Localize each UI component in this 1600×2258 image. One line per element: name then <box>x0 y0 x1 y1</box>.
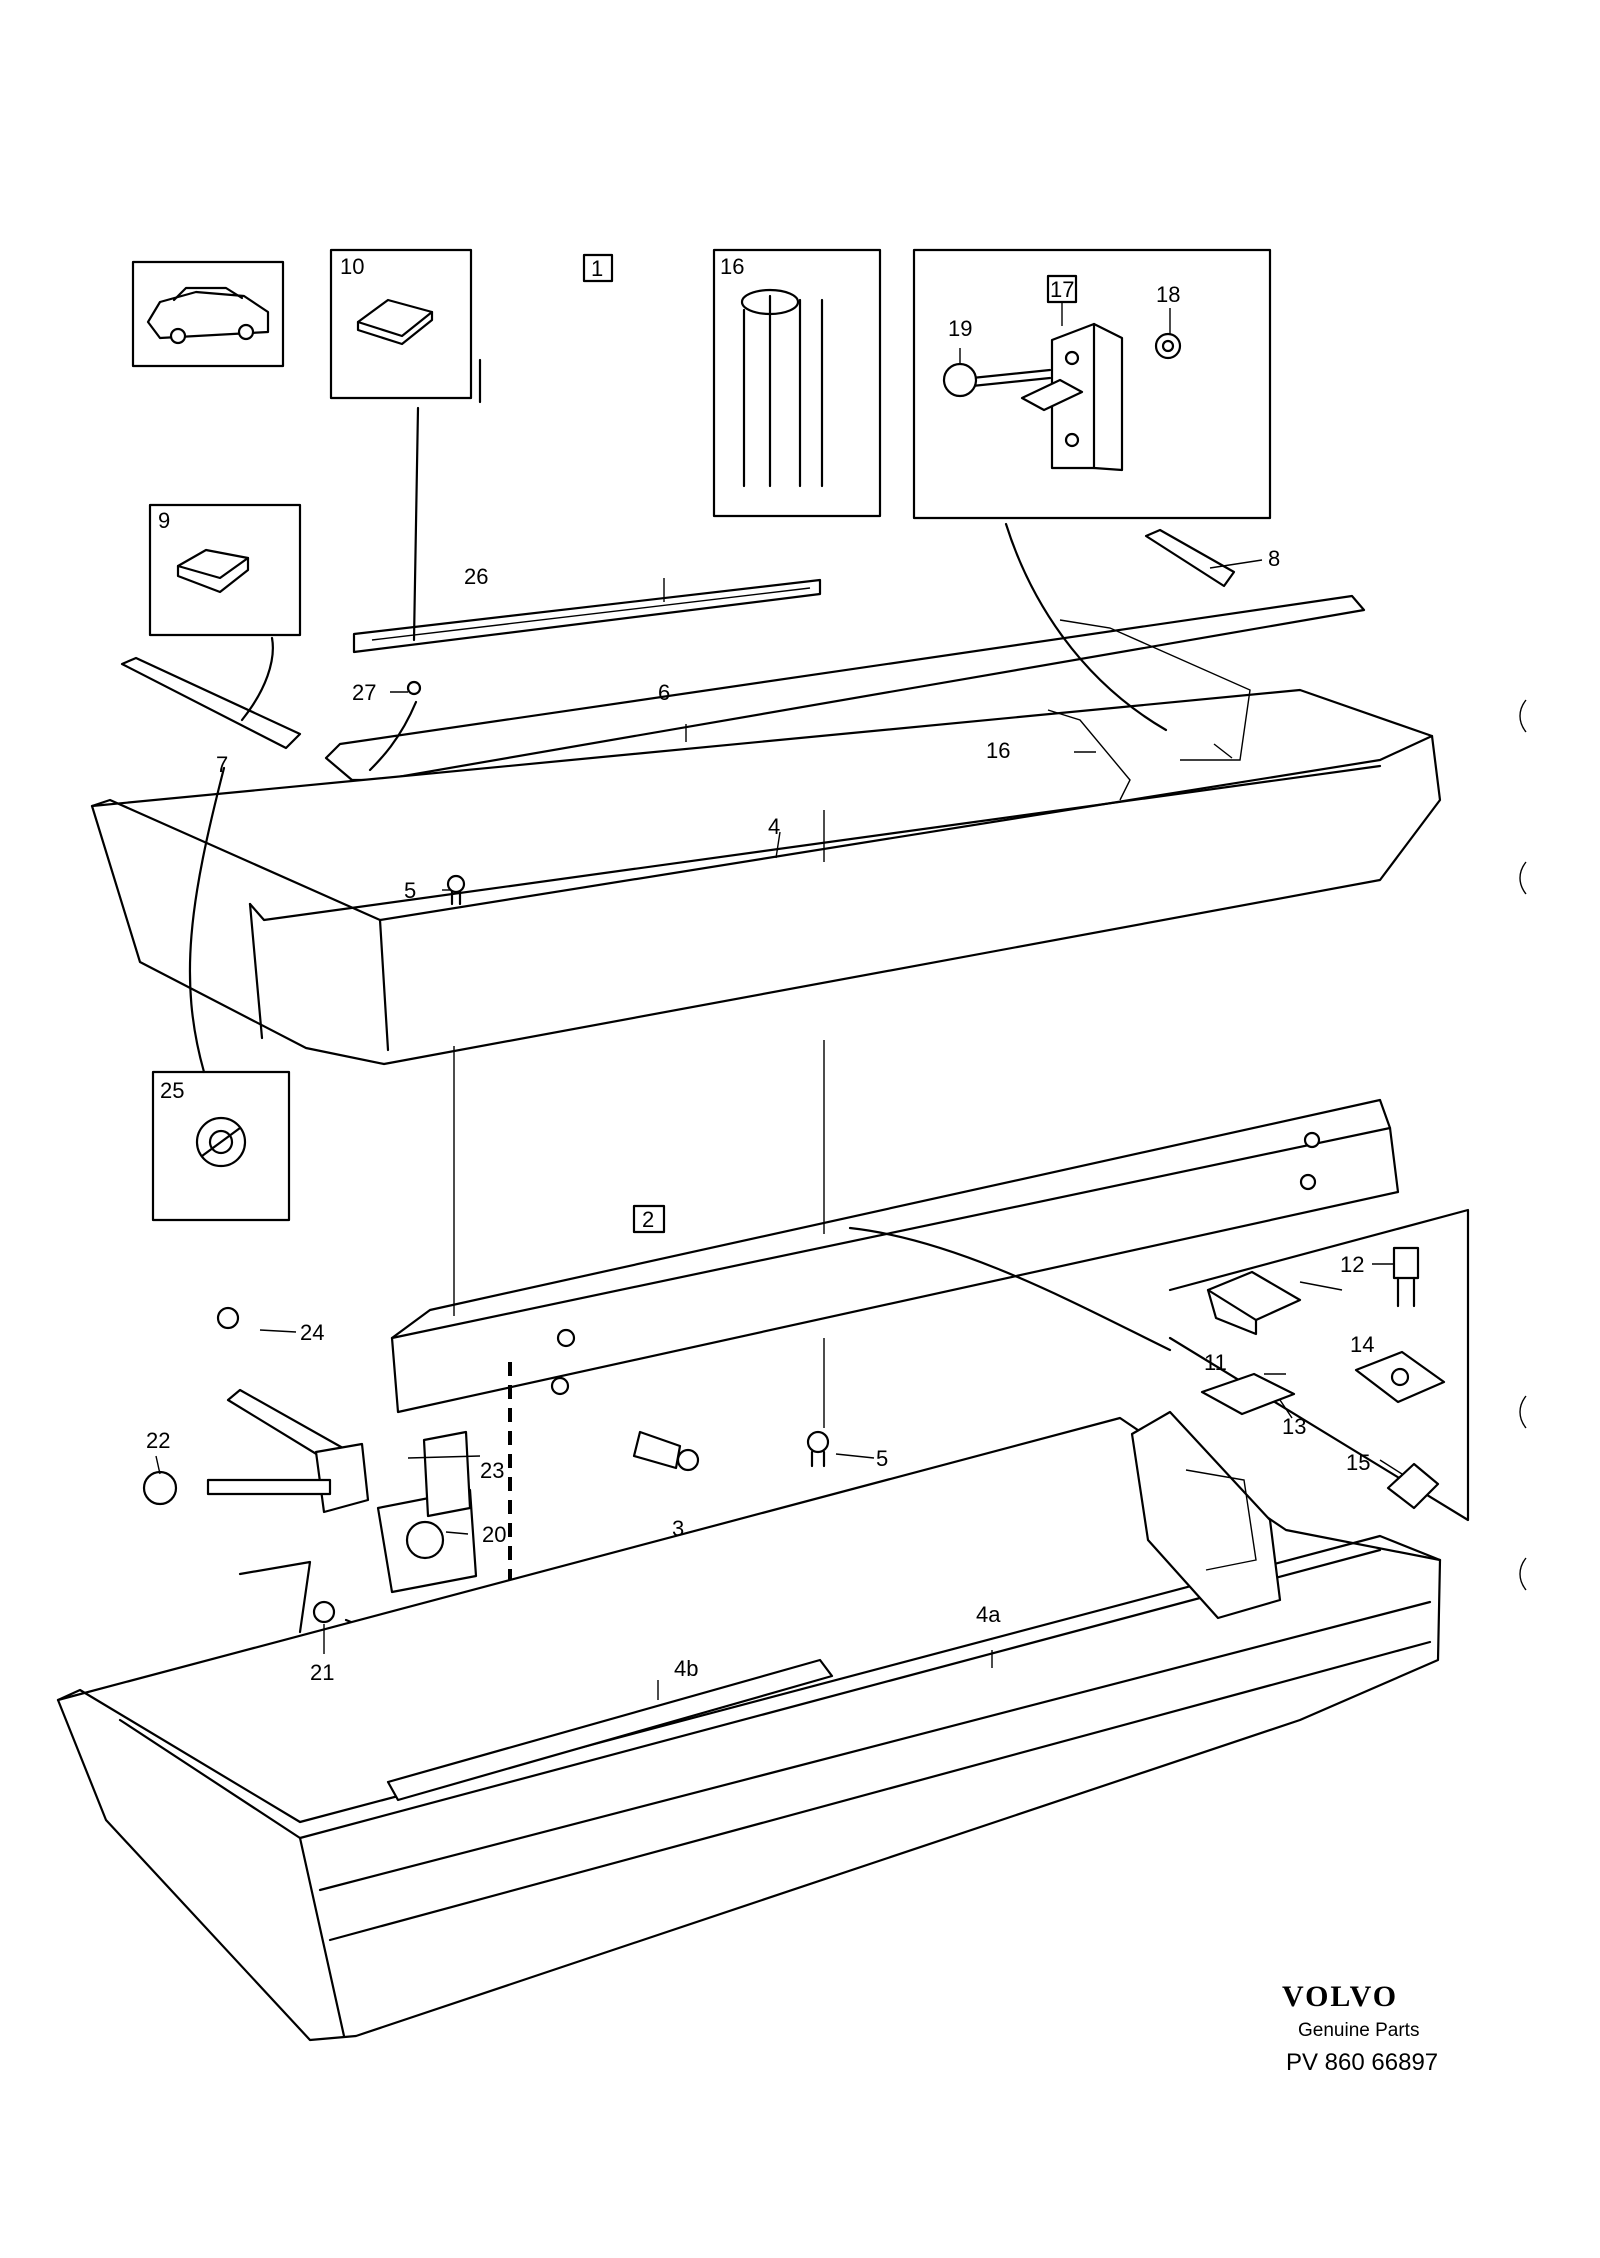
callout-5-upper: 5 <box>404 878 416 903</box>
bumper-lower-cover-4a <box>56 1410 1442 2042</box>
callout-27: 27 <box>352 680 376 705</box>
callout-box-2 <box>632 1204 666 1234</box>
callout-19: 19 <box>948 316 972 341</box>
callout-labels: 1 2 17 3 4 4a 4b 5 5 6 7 8 9 10 11 12 13… <box>146 253 1374 1685</box>
callout-9: 9 <box>158 508 170 533</box>
strip-26 <box>352 578 822 654</box>
margin-marks <box>1519 699 1527 1591</box>
callout-14: 14 <box>1350 1332 1374 1357</box>
brand-logo: VOLVO <box>1282 1980 1398 2013</box>
bolt-3 <box>632 1430 700 1472</box>
inset-clips-11-15 <box>1168 1208 1470 1522</box>
callout-4b: 4b <box>674 1656 698 1681</box>
inset-part-25 <box>151 1070 291 1222</box>
callout-11: 11 <box>1204 1350 1227 1375</box>
callout-23: 23 <box>480 1458 504 1483</box>
callout-box-1 <box>582 253 614 283</box>
callout-1: 1 <box>591 256 603 281</box>
callout-box-17 <box>1046 274 1078 304</box>
callout-26: 26 <box>464 564 488 589</box>
brand-tagline: Genuine Parts <box>1298 2020 1419 2041</box>
inset-part-10 <box>329 248 473 400</box>
callout-16-inset: 16 <box>720 254 744 279</box>
clip-5-upper <box>446 874 466 906</box>
inset-bracket-17-18-19 <box>912 248 1272 520</box>
footer-branding: VOLVO Genuine Parts PV 860 66897 <box>1282 1980 1438 2076</box>
callout-13: 13 <box>1282 1414 1306 1439</box>
callout-16: 16 <box>986 738 1010 763</box>
callout-7: 7 <box>216 752 228 777</box>
leader-lines <box>155 302 1403 1700</box>
callout-25: 25 <box>160 1078 184 1103</box>
bumper-reinforcement-2 <box>390 1098 1400 1414</box>
callout-2: 2 <box>642 1207 654 1232</box>
callout-5-lower: 5 <box>876 1446 888 1471</box>
callout-24: 24 <box>300 1320 324 1345</box>
diagram-code: PV 860 66897 <box>1286 2049 1438 2076</box>
inset-part-16 <box>712 248 882 518</box>
bumper-upper-cover <box>90 619 1442 1066</box>
callout-21: 21 <box>310 1660 334 1685</box>
pin-27 <box>406 680 422 696</box>
callout-4a: 4a <box>976 1602 1001 1627</box>
callout-15: 15 <box>1346 1450 1370 1475</box>
strip-7 <box>120 656 302 750</box>
clip-5-lower <box>806 1430 830 1468</box>
callout-17: 17 <box>1050 277 1074 302</box>
callout-4: 4 <box>768 814 780 839</box>
inset-part-9 <box>148 503 302 637</box>
callout-22: 22 <box>146 1428 170 1453</box>
callout-18: 18 <box>1156 282 1180 307</box>
strip-4b <box>386 1658 834 1802</box>
callout-10: 10 <box>340 254 364 279</box>
callout-8: 8 <box>1268 546 1280 571</box>
strip-8 <box>1144 528 1236 588</box>
callout-12: 12 <box>1340 1252 1364 1277</box>
callout-6: 6 <box>658 680 670 705</box>
callout-3: 3 <box>672 1516 684 1541</box>
callout-20: 20 <box>482 1522 506 1547</box>
inset-car-silhouette <box>131 260 285 368</box>
